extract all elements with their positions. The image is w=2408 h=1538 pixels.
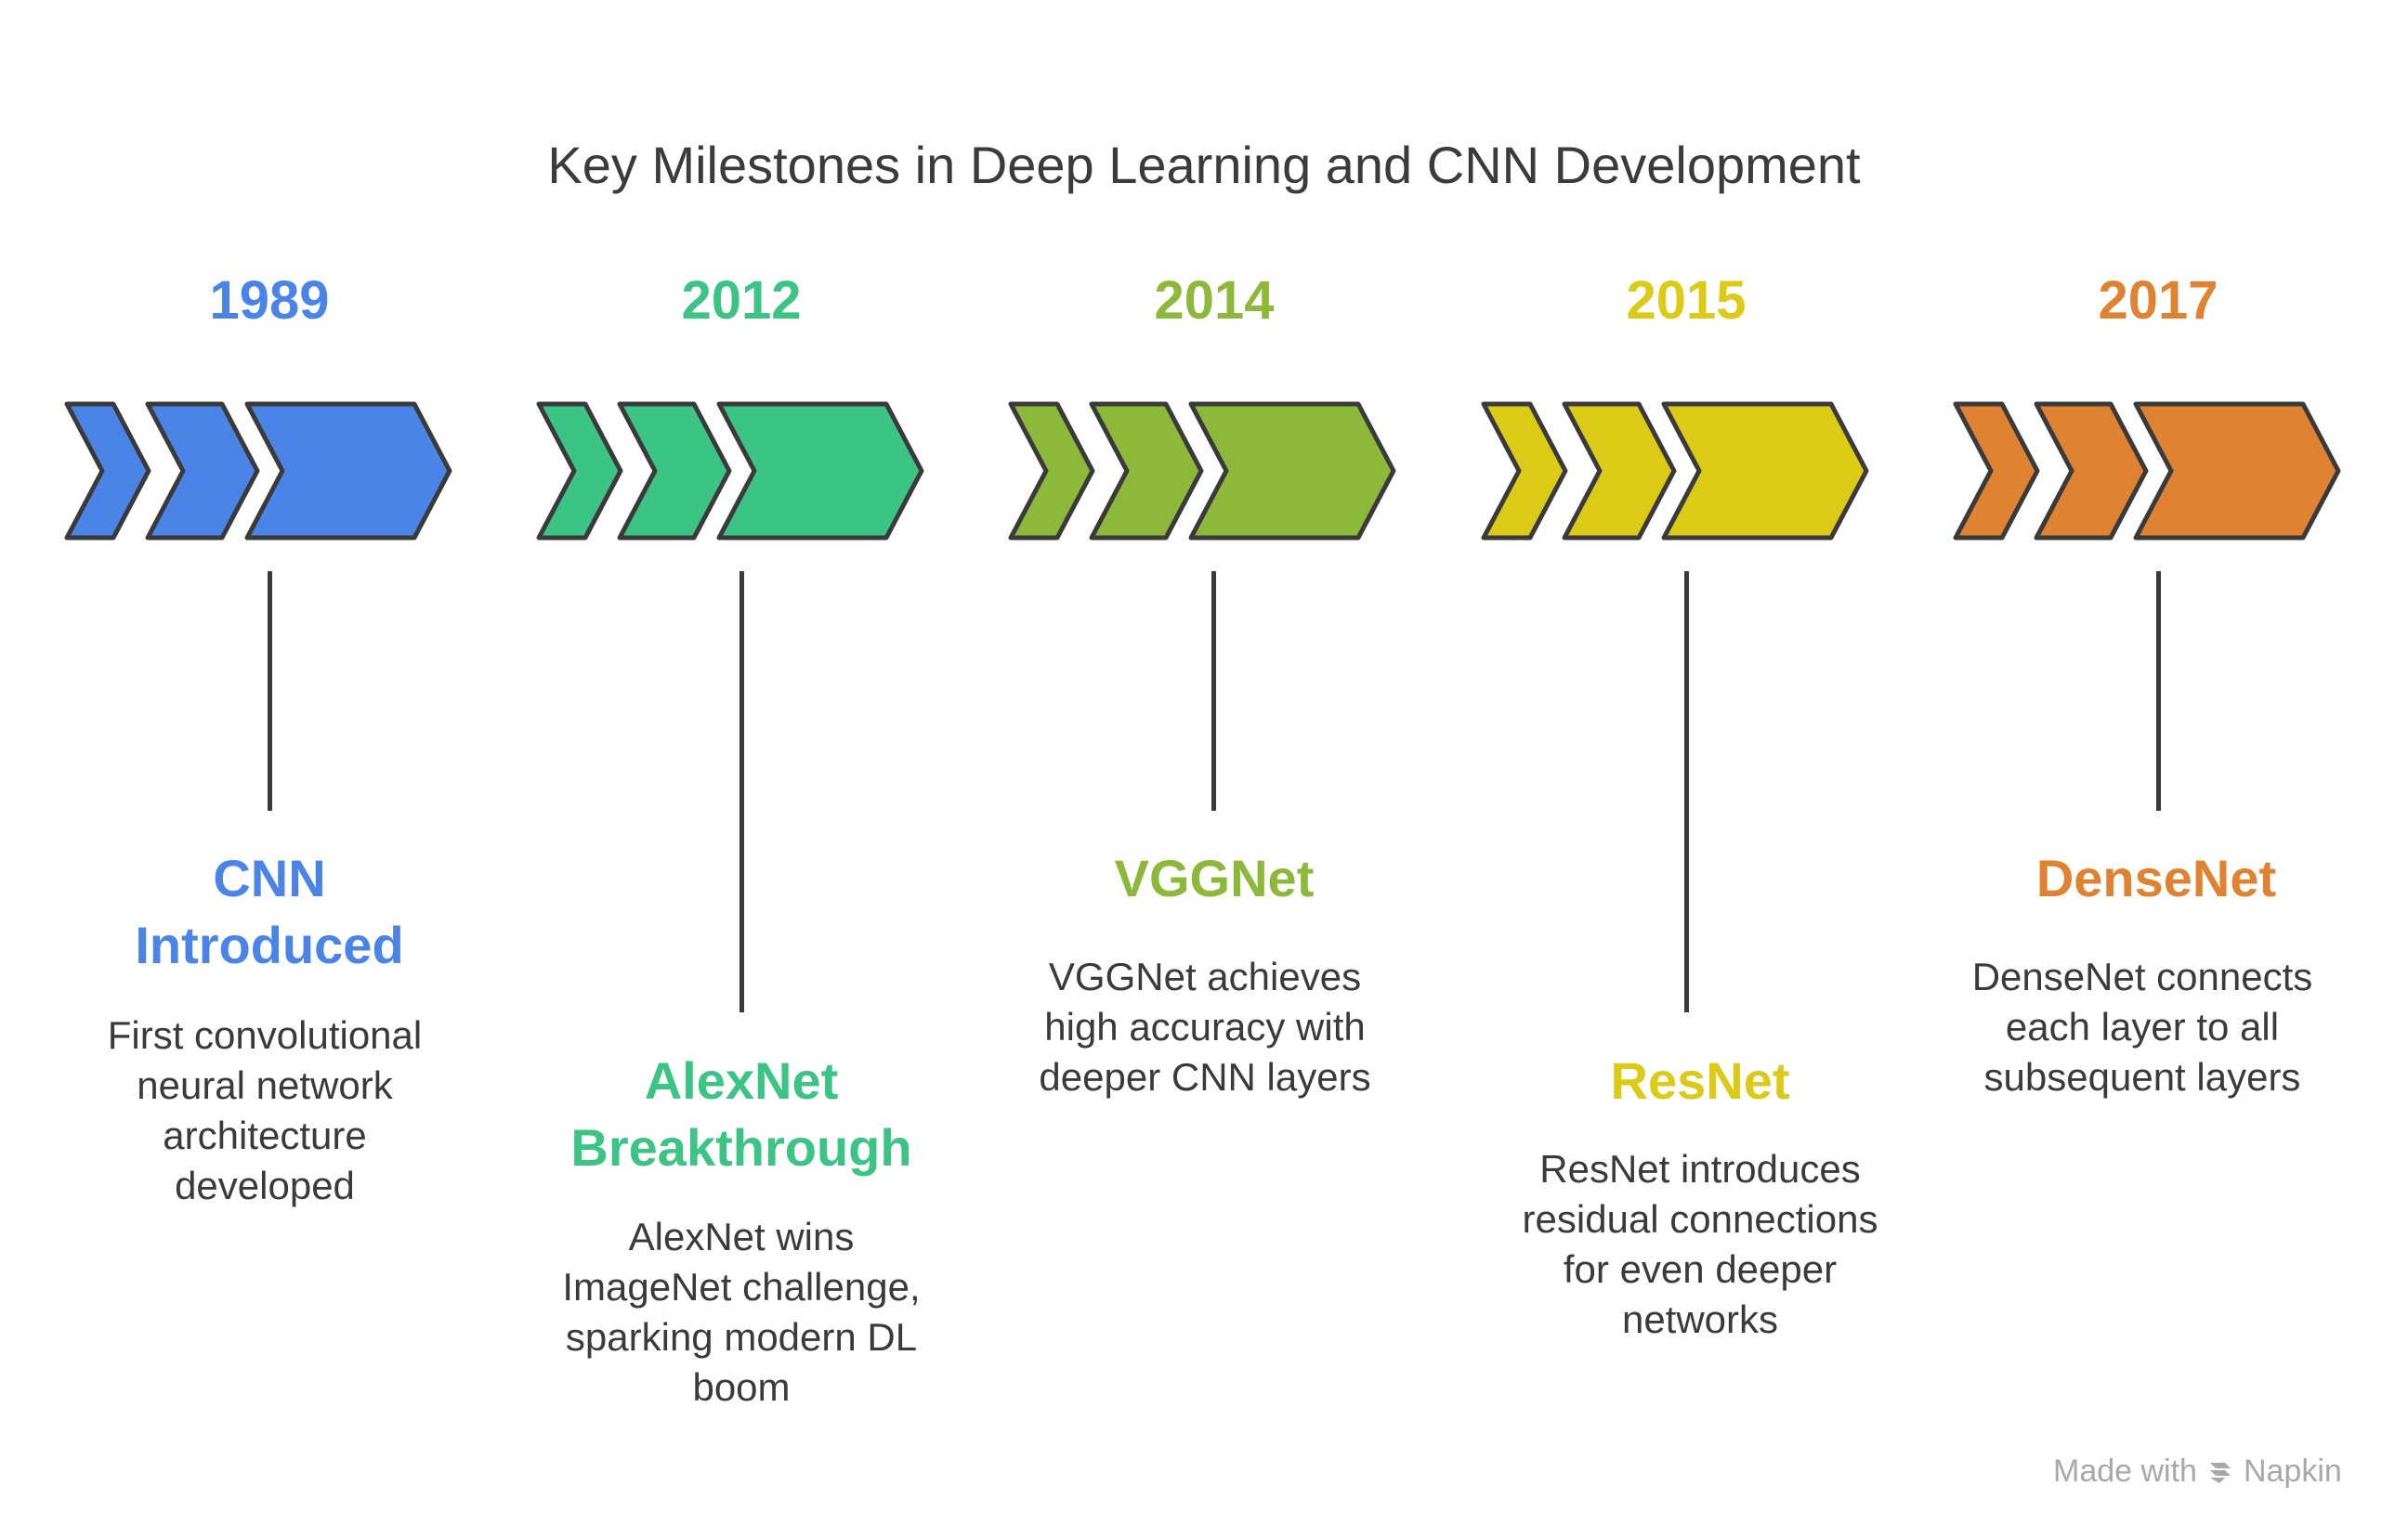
diagram-title: Key Milestones in Deep Learning and CNN …: [547, 136, 1861, 194]
milestone-title-cnn: CNN Introduced: [135, 849, 404, 974]
chevron-1989-2: [145, 401, 260, 541]
connector-line-2015: [1684, 571, 1689, 1012]
connector-line-2012: [739, 571, 744, 1012]
chevron-2015-1: [1481, 401, 1568, 541]
chevron-2014-2: [1089, 401, 1204, 541]
connector-line-1989: [268, 571, 272, 811]
chevron-2012-3: [716, 401, 924, 541]
year-2012: 2012: [681, 270, 802, 331]
chevron-2015-2: [1562, 401, 1677, 541]
milestone-desc-resnet: ResNet introduces residual connections f…: [1522, 1147, 1878, 1341]
chevron-2015-3: [1661, 401, 1869, 541]
chevron-2017-2: [2034, 401, 2149, 541]
year-1989: 1989: [209, 270, 330, 331]
chevron-2012-2: [617, 401, 732, 541]
milestone-title-densenet: DenseNet: [2035, 849, 2277, 907]
milestone-title-alexnet: AlexNet Breakthrough: [570, 1051, 912, 1177]
chevron-2014-1: [1008, 401, 1095, 541]
footer-prefix: Made with: [2053, 1453, 2197, 1489]
napkin-logo-icon: [2209, 1462, 2231, 1483]
milestone-title-resnet: ResNet: [1610, 1051, 1790, 1110]
connector-line-2014: [1211, 571, 1216, 811]
milestone-desc-densenet: DenseNet connects each layer to all subs…: [1971, 955, 2313, 1099]
milestone-desc-cnn: First convolutional neural network archi…: [107, 1013, 423, 1207]
chevron-2017-1: [1953, 401, 2040, 541]
footer-brand: Napkin: [2243, 1453, 2342, 1489]
chevron-2012-1: [536, 401, 623, 541]
milestone-desc-alexnet: AlexNet wins ImageNet challenge, sparkin…: [562, 1215, 921, 1409]
milestone-title-vggnet: VGGNet: [1114, 849, 1315, 907]
footer-attribution: Made with Napkin: [2053, 1453, 2342, 1490]
year-2017: 2017: [2098, 270, 2218, 331]
chevron-2014-3: [1188, 401, 1396, 541]
chevron-1989-1: [64, 401, 151, 541]
chevron-2017-3: [2133, 401, 2341, 541]
milestone-desc-vggnet: VGGNet achieves high accuracy with deepe…: [1039, 955, 1371, 1099]
connector-line-2017: [2156, 571, 2161, 811]
year-2015: 2015: [1626, 270, 1747, 331]
year-2014: 2014: [1154, 270, 1275, 331]
chevron-1989-3: [244, 401, 452, 541]
